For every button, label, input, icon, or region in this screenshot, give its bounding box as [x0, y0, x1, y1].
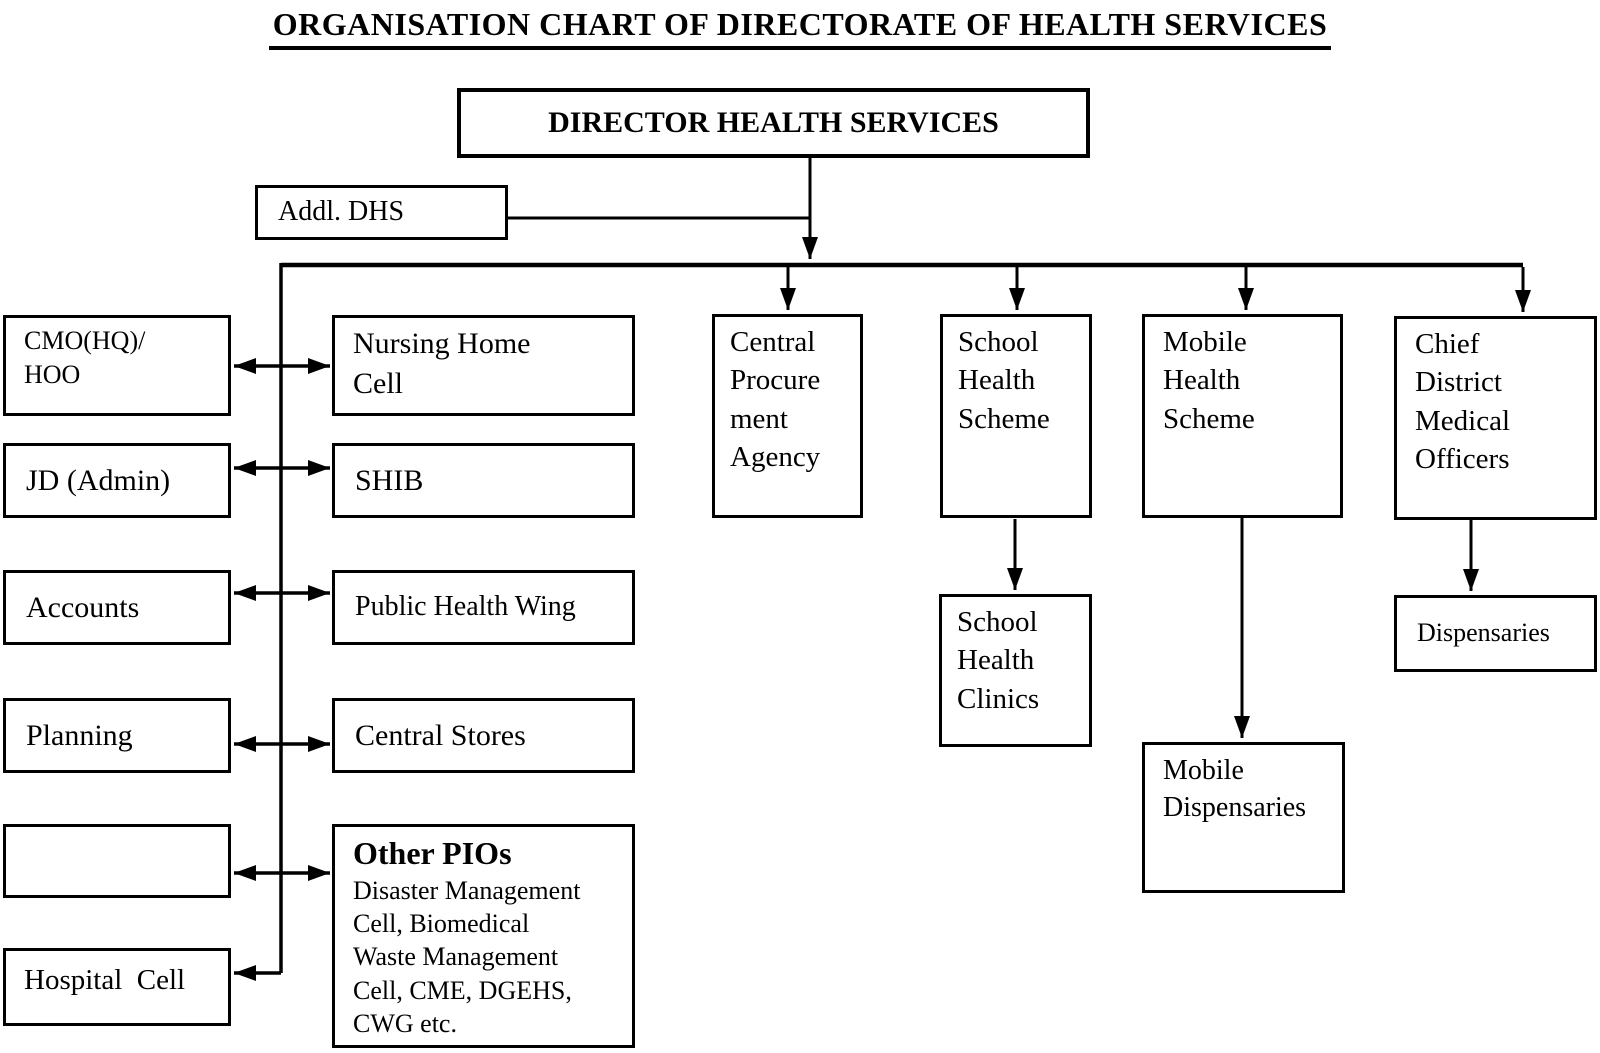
node-addl-dhs: Addl. DHS: [255, 185, 508, 240]
node-hospital-cell: Hospital Cell: [3, 948, 231, 1026]
node-central-stores: Central Stores: [332, 698, 635, 773]
page-title-text: ORGANISATION CHART OF DIRECTORATE OF HEA…: [268, 6, 1332, 50]
node-school-health-scheme: School Health Scheme: [940, 314, 1092, 518]
page-title: ORGANISATION CHART OF DIRECTORATE OF HEA…: [0, 6, 1600, 50]
node-planning: Planning: [3, 698, 231, 773]
node-jd-admin: JD (Admin): [3, 443, 231, 518]
node-central-procurement-agency: Central Procure ment Agency: [712, 314, 863, 518]
node-mobile-dispensaries: Mobile Dispensaries: [1142, 742, 1345, 893]
node-mobile-health-scheme: Mobile Health Scheme: [1142, 314, 1343, 518]
node-unlabeled: [3, 824, 231, 898]
node-public-health-wing: Public Health Wing: [332, 570, 635, 645]
node-dispensaries: Dispensaries: [1394, 595, 1597, 672]
node-chief-district-medical-officers: Chief District Medical Officers: [1394, 316, 1597, 520]
node-director-health-services: DIRECTOR HEALTH SERVICES: [457, 88, 1090, 158]
other-pios-heading: Other PIOs: [353, 835, 512, 871]
node-shib: SHIB: [332, 443, 635, 518]
node-other-pios: Other PIOs Disaster Management Cell, Bio…: [332, 824, 635, 1048]
node-nursing-home-cell: Nursing Home Cell: [332, 315, 635, 416]
node-cmo-hq-hoo: CMO(HQ)/ HOO: [3, 315, 231, 416]
node-accounts: Accounts: [3, 570, 231, 645]
node-school-health-clinics: School Health Clinics: [939, 594, 1092, 747]
